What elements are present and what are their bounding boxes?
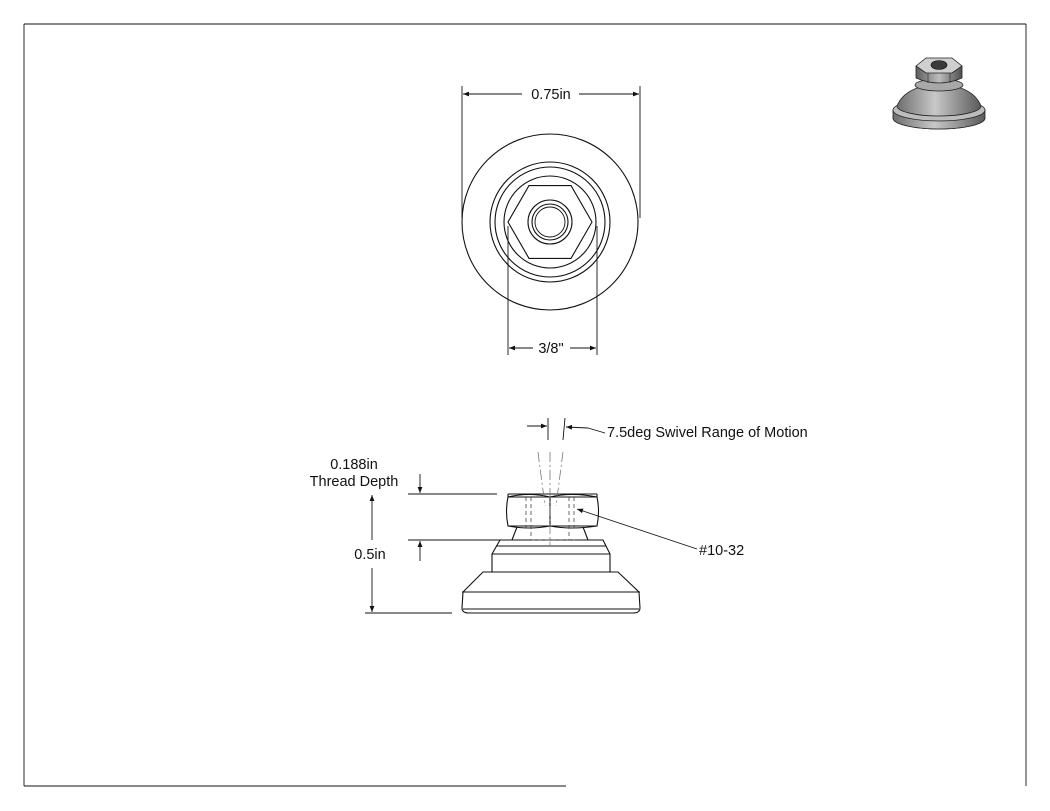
- bore-circle: [534, 206, 566, 238]
- dimension-thread-depth: 0.188in Thread Depth: [310, 457, 500, 561]
- thread-outer-circle: [527, 199, 573, 245]
- dimension-height: 0.5in: [354, 495, 452, 614]
- base-profile: [461, 571, 641, 614]
- thread-inner-circle: [531, 203, 569, 241]
- front-view: [461, 451, 641, 614]
- thread-depth-label: Thread Depth: [310, 474, 399, 490]
- base-step-circle: [489, 161, 611, 283]
- hidden-thread: [525, 497, 575, 541]
- swivel-centerlines: [537, 451, 564, 545]
- height-label: 0.5in: [354, 547, 385, 563]
- thread-callout: #10-32: [576, 508, 744, 559]
- thread-depth-value: 0.188in: [330, 457, 378, 473]
- hex-size-label: 3/8": [538, 341, 563, 357]
- dimension-top-diameter: 0.75in: [461, 86, 641, 218]
- leveling-mount-3d-icon: [892, 57, 986, 130]
- dimension-swivel: 7.5deg Swivel Range of Motion: [527, 417, 808, 441]
- dimension-hex-size: 3/8": [507, 226, 598, 357]
- sheet-border: [23, 23, 1027, 787]
- top-diameter-label: 0.75in: [531, 87, 571, 103]
- hex-nut-front: [505, 493, 600, 529]
- collar-circle: [494, 166, 606, 278]
- washer-circle: [503, 175, 597, 269]
- top-view: [461, 133, 639, 311]
- base-outer-circle: [461, 133, 639, 311]
- hex-nut-outline: [507, 185, 593, 259]
- swivel-label: 7.5deg Swivel Range of Motion: [607, 425, 808, 441]
- collar-profile: [491, 539, 611, 573]
- thread-label: #10-32: [699, 543, 744, 559]
